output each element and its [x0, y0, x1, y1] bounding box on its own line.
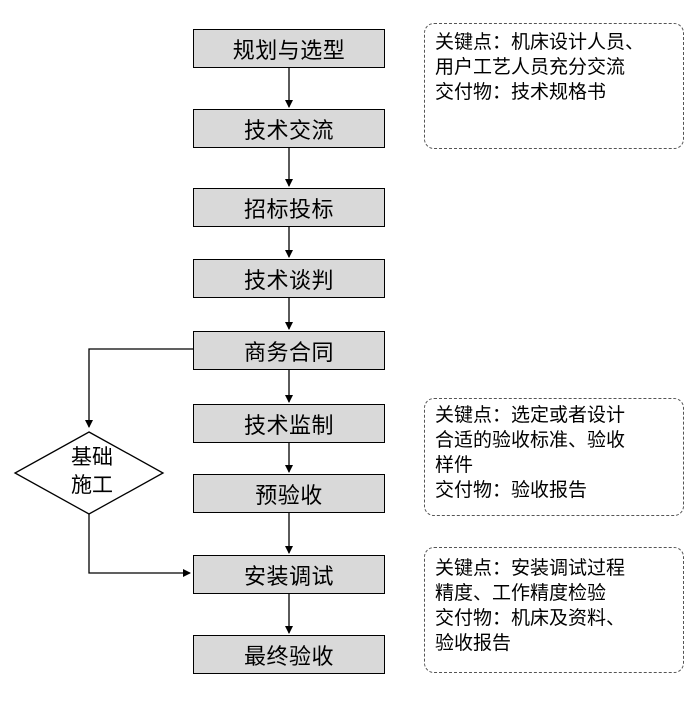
step-bidding: 招标投标: [193, 188, 385, 227]
step-contract: 商务合同: [193, 331, 385, 370]
step-final-acceptance: 最终验收: [193, 635, 385, 674]
note-line: 关键点：安装调试过程: [435, 557, 626, 579]
note-line: 交付物：机床及资料、: [435, 607, 626, 629]
step-label: 技术谈判: [243, 268, 334, 294]
arrow-contract-to-foundation: [85, 348, 193, 428]
step-label: 招标投标: [243, 197, 334, 223]
step-label: 技术监制: [243, 413, 334, 439]
arrow-foundation-to-install: [88, 514, 191, 577]
step-installation: 安装调试: [193, 555, 385, 594]
note-line: 合适的验收标准、验收: [435, 429, 626, 451]
step-label: 规划与选型: [232, 38, 346, 64]
step-label: 最终验收: [243, 644, 334, 670]
foundation-label-line: 基础: [71, 445, 113, 469]
step-label: 安装调试: [243, 564, 334, 590]
note-supervision: 关键点：选定或者设计 合适的验收标准、验收 样件 交付物：验收报告: [424, 398, 684, 516]
note-line: 精度、工作精度检验: [435, 582, 607, 604]
step-supervision: 技术监制: [193, 404, 385, 443]
note-planning: 关键点：机床设计人员、 用户工艺人员充分交流 交付物：技术规格书: [424, 23, 684, 149]
step-planning: 规划与选型: [193, 29, 385, 68]
note-line: 交付物：技术规格书: [435, 81, 607, 103]
note-line: 关键点：选定或者设计: [435, 404, 626, 426]
step-pre-acceptance: 预验收: [193, 474, 385, 513]
foundation-label: 基础 施工: [54, 443, 130, 499]
step-label: 商务合同: [243, 340, 334, 366]
note-line: 用户工艺人员充分交流: [435, 56, 626, 78]
step-label: 预验收: [255, 483, 323, 509]
step-tech-negotiation: 技术谈判: [193, 259, 385, 298]
foundation-label-line: 施工: [71, 473, 113, 497]
note-line: 交付物：验收报告: [435, 479, 588, 501]
note-line: 验收报告: [435, 632, 512, 654]
step-label: 技术交流: [243, 118, 334, 144]
note-line: 样件: [435, 454, 474, 476]
note-line: 关键点：机床设计人员、: [435, 31, 645, 53]
step-tech-exchange: 技术交流: [193, 109, 385, 148]
note-installation: 关键点：安装调试过程 精度、工作精度检验 交付物：机床及资料、 验收报告: [424, 547, 684, 673]
